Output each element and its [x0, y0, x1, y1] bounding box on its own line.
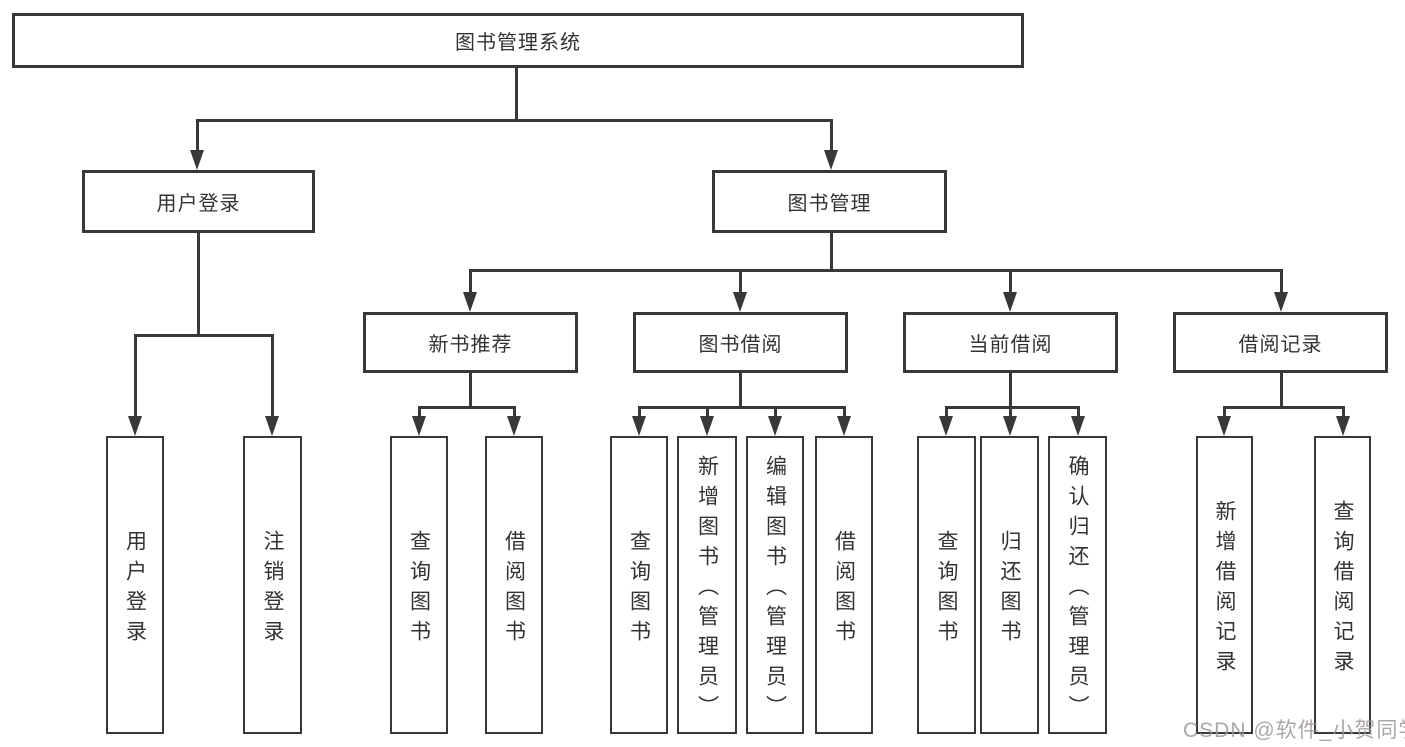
csdn-watermark: CSDN @软件_小贺同学: [1183, 719, 1405, 742]
arrowhead-bw-edit: [768, 416, 782, 436]
connector-to-records: [1280, 269, 1283, 294]
node-user-login: 用户登录: [82, 170, 315, 233]
connector-book-mgmt-stem: [830, 233, 833, 271]
connector-to-cu-confirm: [1077, 406, 1080, 418]
leaf-current-query: 查询图书: [917, 436, 976, 734]
connector-records-stem: [1280, 373, 1283, 409]
connector-new-book-stem: [469, 373, 472, 409]
connector-current-branch: [945, 406, 1080, 409]
node-book-borrow-label: 图书借阅: [698, 334, 783, 356]
arrowhead-bw-query: [632, 416, 646, 436]
arrowhead-book-mgmt: [824, 150, 838, 170]
arrowhead-cu-query: [939, 416, 953, 436]
leaf-logout-label: 注销登录: [261, 529, 284, 650]
connector-user-login-branch: [134, 334, 274, 337]
arrowhead-nb-query: [412, 416, 426, 436]
node-library-system-label: 图书管理系统: [455, 32, 581, 54]
node-book-management: 图书管理: [712, 170, 947, 233]
connector-to-nb-query: [418, 406, 421, 418]
node-current-borrow: 当前借阅: [903, 312, 1118, 373]
leaf-borrow-borrow: 借阅图书: [815, 436, 873, 734]
leaf-record-query-label: 查询借阅记录: [1331, 499, 1354, 680]
connector-to-bw-borrow: [843, 406, 846, 418]
arrowhead-borrow: [733, 292, 747, 312]
arrowhead-bw-borrow: [837, 416, 851, 436]
node-new-book-recommend-label: 新书推荐: [428, 334, 513, 356]
arrowhead-current: [1003, 292, 1017, 312]
leaf-borrow-query: 查询图书: [610, 436, 668, 734]
connector-level2-branch: [469, 269, 1283, 272]
arrowhead-new-book: [463, 292, 477, 312]
leaf-newbook-borrow: 借阅图书: [485, 436, 543, 734]
arrowhead-leaf-user-login: [128, 416, 142, 436]
connector-to-nb-borrow: [513, 406, 516, 418]
node-borrow-records-label: 借阅记录: [1238, 334, 1323, 356]
arrowhead-cu-confirm: [1071, 416, 1085, 436]
connector-records-branch: [1223, 406, 1345, 409]
connector-current-stem: [1009, 373, 1012, 409]
leaf-current-confirm-label: 确认归还（管理员）: [1066, 454, 1089, 725]
leaf-current-return-label: 归还图书: [998, 529, 1021, 650]
connector-to-rec-add: [1223, 406, 1226, 418]
node-user-login-label: 用户登录: [156, 193, 241, 215]
node-current-borrow-label: 当前借阅: [968, 334, 1053, 356]
connector-to-bw-edit: [774, 406, 777, 418]
arrowhead-records: [1274, 292, 1288, 312]
arrowhead-rec-query: [1336, 416, 1350, 436]
arrowhead-user-login: [190, 150, 204, 170]
node-book-management-label: 图书管理: [787, 193, 872, 215]
leaf-user-login-label: 用户登录: [123, 529, 147, 650]
leaf-newbook-borrow-label: 借阅图书: [502, 529, 526, 650]
connector-root-stem: [515, 68, 518, 121]
connector-to-user-login: [196, 119, 199, 152]
connector-to-cu-query: [945, 406, 948, 418]
connector-to-book-mgmt: [830, 119, 833, 152]
leaf-borrow-edit-label: 编辑图书（管理员）: [763, 454, 787, 725]
connector-to-leaf-user-login: [134, 334, 137, 418]
arrowhead-leaf-logout: [265, 416, 279, 436]
leaf-record-query: 查询借阅记录: [1314, 436, 1371, 734]
node-book-borrow: 图书借阅: [633, 312, 848, 373]
arrowhead-cu-return: [1003, 416, 1017, 436]
leaf-current-confirm: 确认归还（管理员）: [1048, 436, 1107, 734]
connector-to-borrow: [739, 269, 742, 294]
arrowhead-bw-add: [700, 416, 714, 436]
arrowhead-rec-add: [1217, 416, 1231, 436]
connector-to-bw-add: [706, 406, 709, 418]
leaf-record-add: 新增借阅记录: [1196, 436, 1253, 734]
leaf-borrow-borrow-label: 借阅图书: [832, 529, 856, 650]
leaf-borrow-edit: 编辑图书（管理员）: [746, 436, 804, 734]
leaf-current-return: 归还图书: [980, 436, 1039, 734]
leaf-borrow-query-label: 查询图书: [627, 529, 651, 650]
leaf-newbook-query: 查询图书: [390, 436, 448, 734]
node-library-system: 图书管理系统: [12, 13, 1024, 68]
connector-user-login-stem: [197, 233, 200, 336]
connector-to-bw-query: [638, 406, 641, 418]
connector-to-rec-query: [1342, 406, 1345, 418]
leaf-borrow-add-label: 新增图书（管理员）: [695, 454, 719, 725]
arrowhead-nb-borrow: [507, 416, 521, 436]
leaf-newbook-query-label: 查询图书: [407, 529, 431, 650]
leaf-current-query-label: 查询图书: [935, 529, 958, 650]
connector-borrow-branch: [638, 406, 846, 409]
connector-level1-branch: [196, 119, 833, 122]
connector-to-cu-return: [1009, 406, 1012, 418]
connector-to-new-book: [469, 269, 472, 294]
node-new-book-recommend: 新书推荐: [363, 312, 578, 373]
node-borrow-records: 借阅记录: [1173, 312, 1388, 373]
connector-borrow-stem: [739, 373, 742, 409]
connector-to-leaf-logout: [271, 334, 274, 418]
leaf-logout: 注销登录: [243, 436, 302, 734]
connector-to-current: [1009, 269, 1012, 294]
leaf-user-login: 用户登录: [106, 436, 164, 734]
leaf-borrow-add: 新增图书（管理员）: [677, 436, 737, 734]
connector-new-book-branch: [418, 406, 516, 409]
leaf-record-add-label: 新增借阅记录: [1213, 499, 1236, 680]
